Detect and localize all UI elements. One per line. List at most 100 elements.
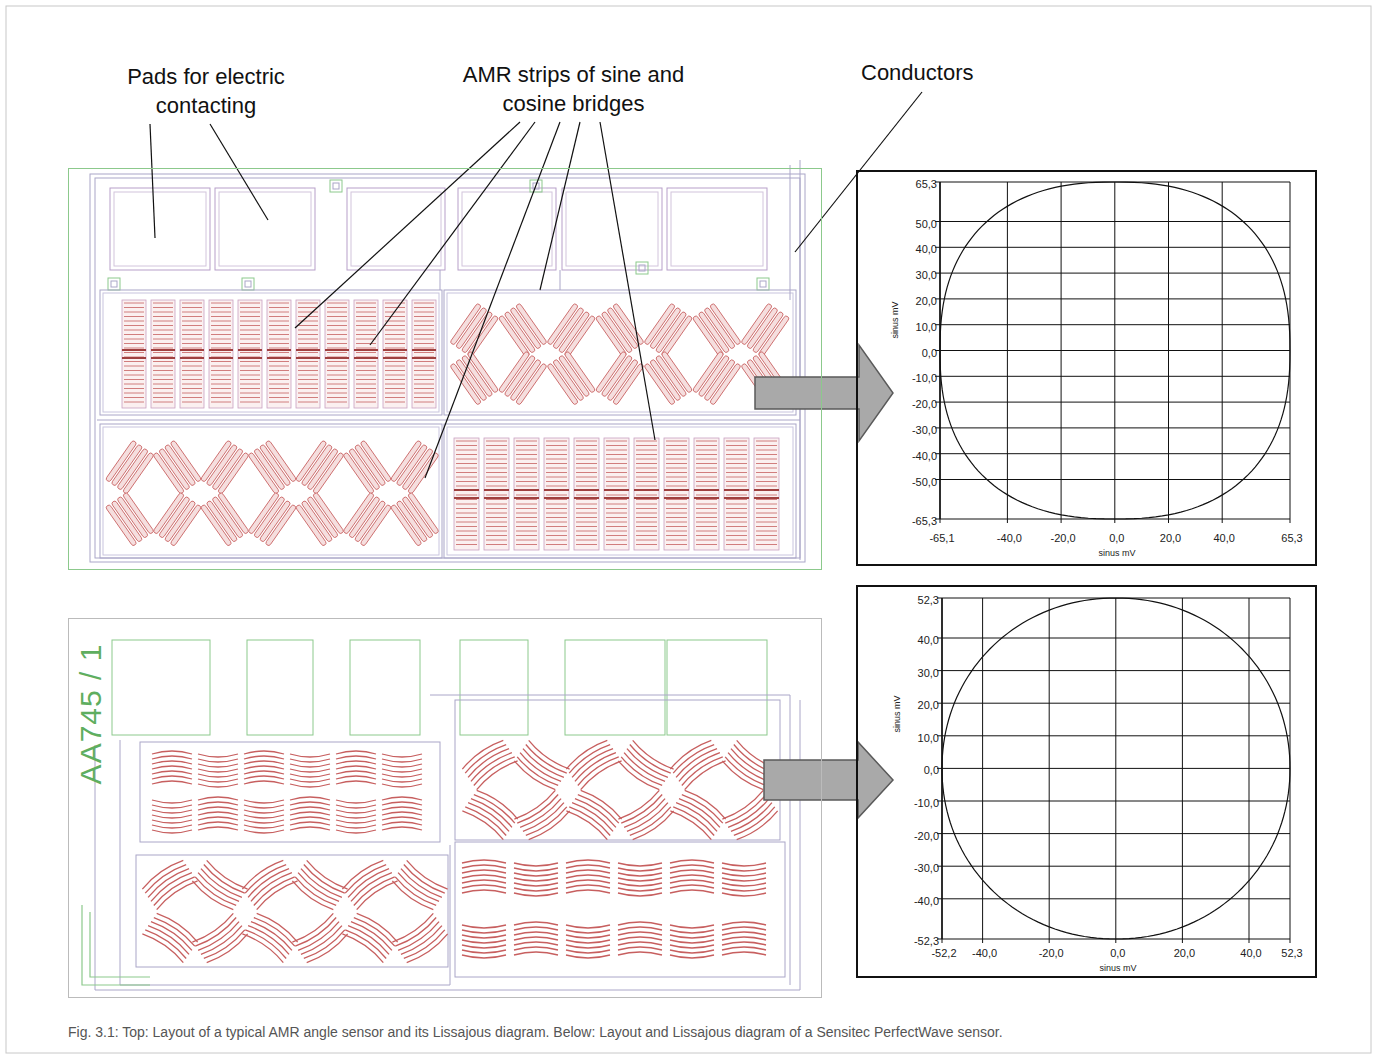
leader-line xyxy=(370,122,535,345)
amr-strip xyxy=(566,930,610,933)
amr-strip xyxy=(269,312,289,313)
amr-strip xyxy=(515,757,558,789)
amr-strip xyxy=(636,441,657,442)
amr-strip xyxy=(606,508,627,509)
amr-strip xyxy=(298,379,318,380)
amr-strip xyxy=(462,880,506,883)
amr-strip xyxy=(343,452,375,494)
amr-strip xyxy=(153,379,173,380)
contact-pad-inner xyxy=(219,192,311,266)
amr-strip xyxy=(576,468,597,469)
amr-strip xyxy=(456,477,477,478)
amr-strip xyxy=(512,761,555,793)
tick-label: -30,0 xyxy=(914,862,939,874)
tick-label: -20,0 xyxy=(1039,947,1064,959)
tick-label: -10,0 xyxy=(912,372,937,384)
amr-strip xyxy=(414,312,434,313)
amr-strip xyxy=(124,330,144,331)
amr-strip xyxy=(516,454,537,455)
amr-strip-group xyxy=(566,860,610,893)
amr-strip-column xyxy=(267,300,291,408)
amr-strip xyxy=(670,865,714,868)
amr-strip xyxy=(722,947,766,950)
amr-strip xyxy=(486,522,507,523)
amr-strip xyxy=(636,513,657,514)
amr-strip xyxy=(153,370,173,371)
amr-strip xyxy=(514,947,558,950)
strip-bridge-bar xyxy=(325,349,349,351)
amr-strip xyxy=(198,802,238,805)
amr-strip xyxy=(666,477,687,478)
amr-strip xyxy=(576,544,597,545)
amr-strip xyxy=(382,807,422,810)
amr-strip-group xyxy=(382,754,422,787)
amr-strip xyxy=(737,811,780,843)
amr-strip xyxy=(576,522,597,523)
contact-pad xyxy=(460,640,528,735)
amr-strip xyxy=(356,352,376,353)
amr-strip xyxy=(546,531,567,532)
amr-strip xyxy=(405,860,448,892)
amr-strip xyxy=(726,477,747,478)
amr-strip xyxy=(298,321,318,322)
amr-strip xyxy=(382,759,422,762)
tick-label: 40,0 xyxy=(916,243,937,255)
amr-strip xyxy=(514,937,558,940)
amr-strip xyxy=(456,522,477,523)
amr-strip xyxy=(298,339,318,340)
amr-strip xyxy=(456,517,477,518)
amr-strip xyxy=(636,526,657,527)
amr-strip xyxy=(182,370,202,371)
amr-strip xyxy=(722,922,766,925)
amr-strip xyxy=(355,878,398,910)
amr-strip xyxy=(516,472,537,473)
amr-strip xyxy=(606,540,627,541)
amr-strip xyxy=(546,486,567,487)
amr-strip xyxy=(569,804,612,836)
contact-pad xyxy=(215,188,315,270)
amr-strip xyxy=(523,803,566,835)
amr-strip xyxy=(722,878,766,881)
amr-strip xyxy=(726,481,747,482)
amr-strip xyxy=(696,540,717,541)
amr-strip-group xyxy=(670,860,714,893)
amr-strip xyxy=(696,454,717,455)
amr-strip xyxy=(514,927,558,930)
amr-strip xyxy=(390,504,422,546)
amr-strip xyxy=(182,379,202,380)
amr-strip xyxy=(619,757,662,789)
amr-strip xyxy=(566,875,610,878)
tick-label: 0,0 xyxy=(1110,947,1125,959)
amr-strip xyxy=(244,781,284,784)
amr-strip xyxy=(722,927,766,930)
grid-line xyxy=(1182,598,1183,943)
tick-label: -52,2 xyxy=(931,947,956,959)
amr-strip xyxy=(696,508,717,509)
strip-bridge-bar xyxy=(354,357,378,359)
amr-strip xyxy=(153,325,173,326)
tick-label: 0,0 xyxy=(1109,532,1124,544)
grid-line xyxy=(1061,182,1062,523)
amr-strip-group xyxy=(498,303,547,357)
amr-strip xyxy=(666,468,687,469)
amr-strip xyxy=(336,820,376,823)
amr-strip xyxy=(182,366,202,367)
amr-strip-column xyxy=(454,438,479,550)
amr-strip xyxy=(566,808,609,840)
amr-strip xyxy=(356,402,376,403)
amr-strip-group xyxy=(343,492,392,546)
amr-strip xyxy=(696,459,717,460)
conductor-line xyxy=(95,695,800,990)
amr-strip xyxy=(327,316,347,317)
amr-strip xyxy=(636,454,657,455)
amr-strip xyxy=(576,540,597,541)
amr-strip-group xyxy=(390,440,439,494)
contact-pad xyxy=(247,640,313,735)
amr-strip xyxy=(202,865,245,897)
amr-strip xyxy=(345,927,388,959)
amr-strip xyxy=(153,393,173,394)
amr-strip xyxy=(269,339,289,340)
amr-strip xyxy=(414,307,434,308)
amr-strip xyxy=(182,402,202,403)
tick-label: -40,0 xyxy=(914,895,939,907)
